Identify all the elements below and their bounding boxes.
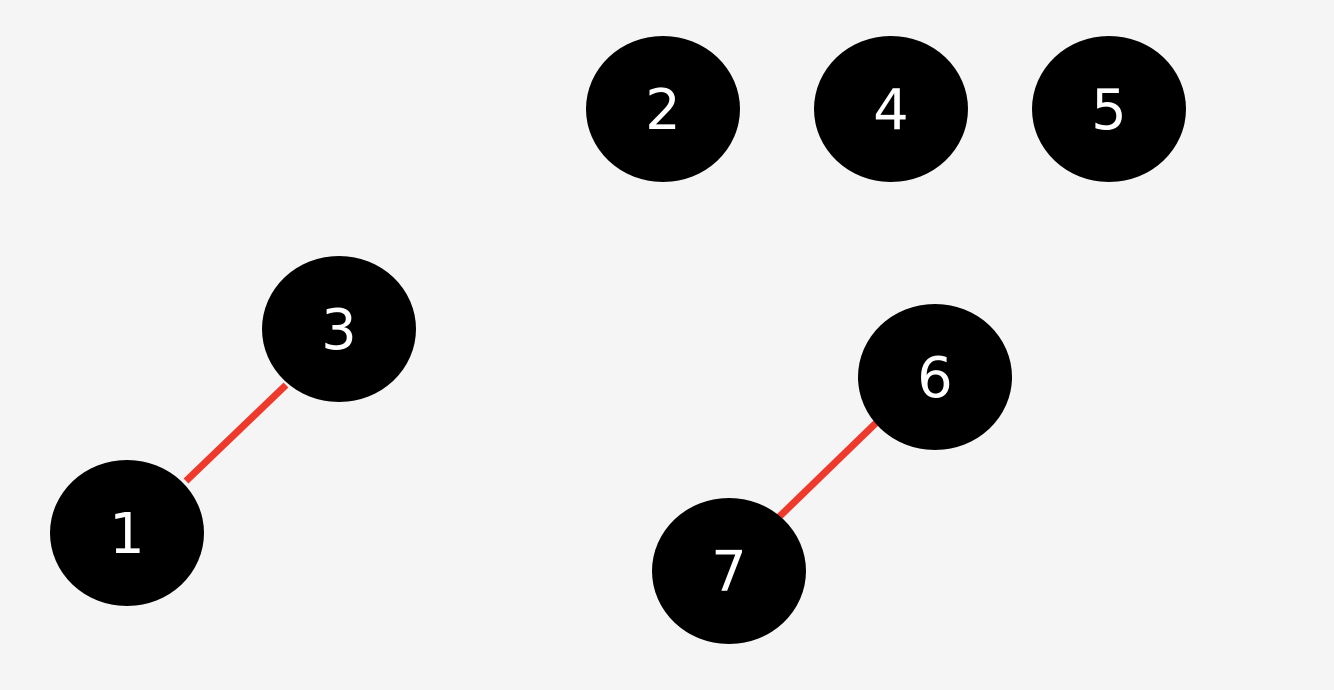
node-5-label: 5 xyxy=(1091,78,1127,143)
node-1-label: 1 xyxy=(109,502,145,567)
node-4[interactable]: 4 xyxy=(814,36,968,182)
node-3-label: 3 xyxy=(321,298,357,363)
node-2[interactable]: 2 xyxy=(586,36,740,182)
edge-3-to-1 xyxy=(183,382,289,484)
node-6-label: 6 xyxy=(917,346,953,411)
node-7-label: 7 xyxy=(711,540,747,605)
node-5[interactable]: 5 xyxy=(1032,36,1186,182)
node-6[interactable]: 6 xyxy=(858,304,1012,450)
node-2-label: 2 xyxy=(645,78,681,143)
edge-6-to-7 xyxy=(776,418,881,520)
node-3[interactable]: 3 xyxy=(262,256,416,402)
node-1[interactable]: 1 xyxy=(50,460,204,606)
node-4-label: 4 xyxy=(873,78,909,143)
node-7[interactable]: 7 xyxy=(652,498,806,644)
